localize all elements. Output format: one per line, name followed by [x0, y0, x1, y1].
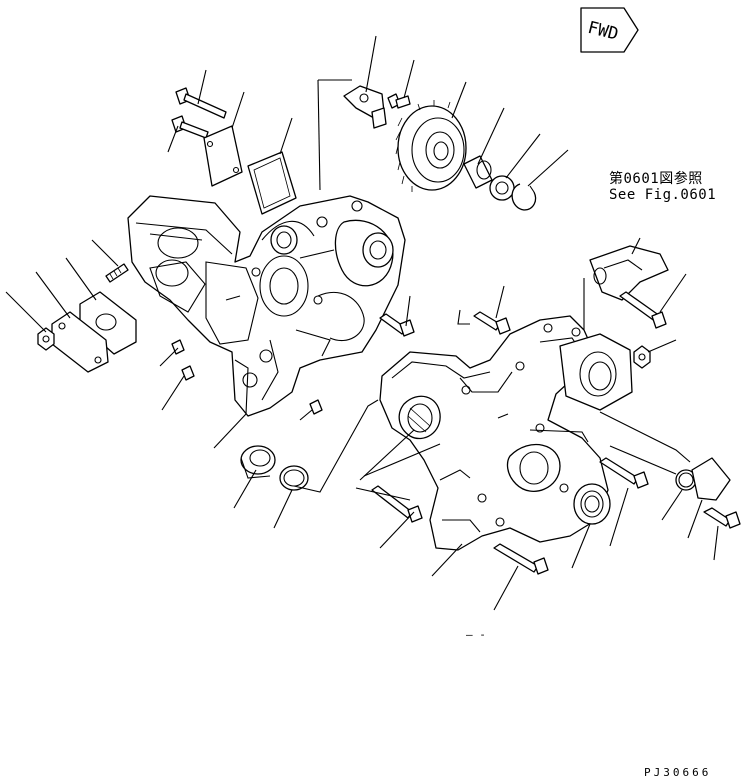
blind-cover-bolt: [703, 507, 741, 529]
cover-bolt-upper: [473, 311, 511, 335]
hex-nut-left: [37, 327, 55, 351]
thrust-washer: [489, 175, 515, 201]
cover-bolt-lower: [493, 543, 549, 575]
idler-gear: [395, 100, 467, 192]
oil-seal: [240, 445, 276, 479]
fwd-arrow-icon: FWD: [580, 7, 639, 53]
bracket-bolt: [619, 291, 667, 329]
mounting-bracket: [589, 245, 669, 301]
hex-nut-right: [633, 345, 651, 369]
dowel-pins: [171, 339, 323, 415]
idler-bushing: [463, 155, 493, 189]
front-cover: [379, 315, 609, 551]
blind-cover-plate: [691, 457, 731, 501]
crank-oil-seal: [573, 483, 611, 525]
cover-bolt-right: [599, 457, 649, 489]
idler-bracket-bolt: [387, 93, 411, 109]
o-ring-right: [675, 469, 697, 491]
snap-ring: [511, 183, 537, 211]
idler-shaft-bracket: [343, 85, 387, 129]
thermostat-flange: [559, 333, 633, 411]
cover-bolt-left: [371, 485, 423, 523]
idler-bolt-lower: [171, 115, 209, 139]
stud-bolt: [105, 263, 129, 283]
figure-reference-en: See Fig.0601: [609, 187, 717, 203]
leader-lines: [5, 35, 719, 611]
figure-reference-jp: 第0601図参照: [609, 171, 703, 187]
drawing-id: PJ30666: [644, 766, 712, 779]
idler-bolt-upper: [175, 87, 227, 119]
center-mark: — -: [466, 628, 486, 641]
cover-bolt-mid: [379, 313, 415, 337]
front-gear-case-housing: [127, 195, 406, 417]
cover-gasket: [247, 151, 297, 215]
cover-plate: [203, 125, 243, 187]
